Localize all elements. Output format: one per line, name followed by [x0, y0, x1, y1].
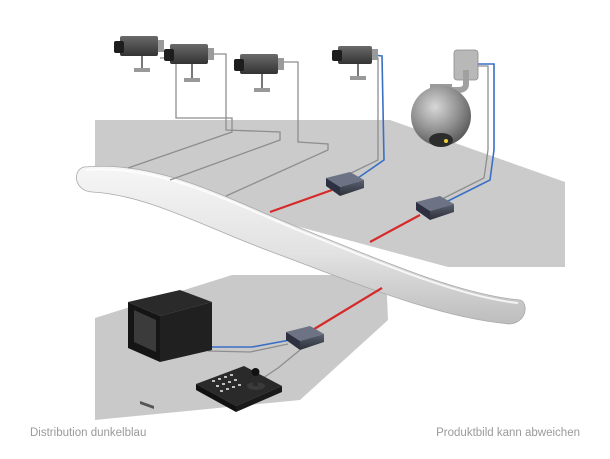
- coax-transceiver-2: [369, 214, 421, 243]
- caption-right: Produktbild kann abweichen: [436, 427, 580, 439]
- cable-dome-grey: [439, 65, 489, 201]
- crt-monitor-icon: [128, 290, 212, 410]
- floor-upper: [95, 120, 565, 267]
- box-camera-icon: [332, 46, 378, 80]
- coax-transceiver-1: [269, 188, 333, 214]
- transceiver-icon: [326, 172, 364, 196]
- box-camera-icon: [234, 54, 284, 92]
- coax-transceiver-3: [305, 287, 383, 335]
- ptz-keyboard-icon: [196, 366, 282, 412]
- ptz-dome-camera-icon: [411, 49, 479, 147]
- cable-monitor-grey: [207, 343, 289, 353]
- cable-duct-icon: [76, 165, 526, 325]
- box-camera-icon: [164, 44, 214, 82]
- cable-camera-3: [225, 61, 329, 197]
- cable-keyboard: [259, 349, 301, 381]
- cable-monitor-blue: [210, 339, 291, 348]
- coax-cable-group: [269, 188, 421, 335]
- cable-camera-2: [169, 53, 281, 181]
- cable-dome-blue: [445, 63, 495, 203]
- caption-left: Distribution dunkelblau: [30, 427, 147, 439]
- box-camera-icon: [114, 36, 164, 72]
- grey-aux-cables: [207, 65, 489, 381]
- transceiver-icon: [286, 326, 324, 350]
- transceiver-icon: [416, 196, 454, 220]
